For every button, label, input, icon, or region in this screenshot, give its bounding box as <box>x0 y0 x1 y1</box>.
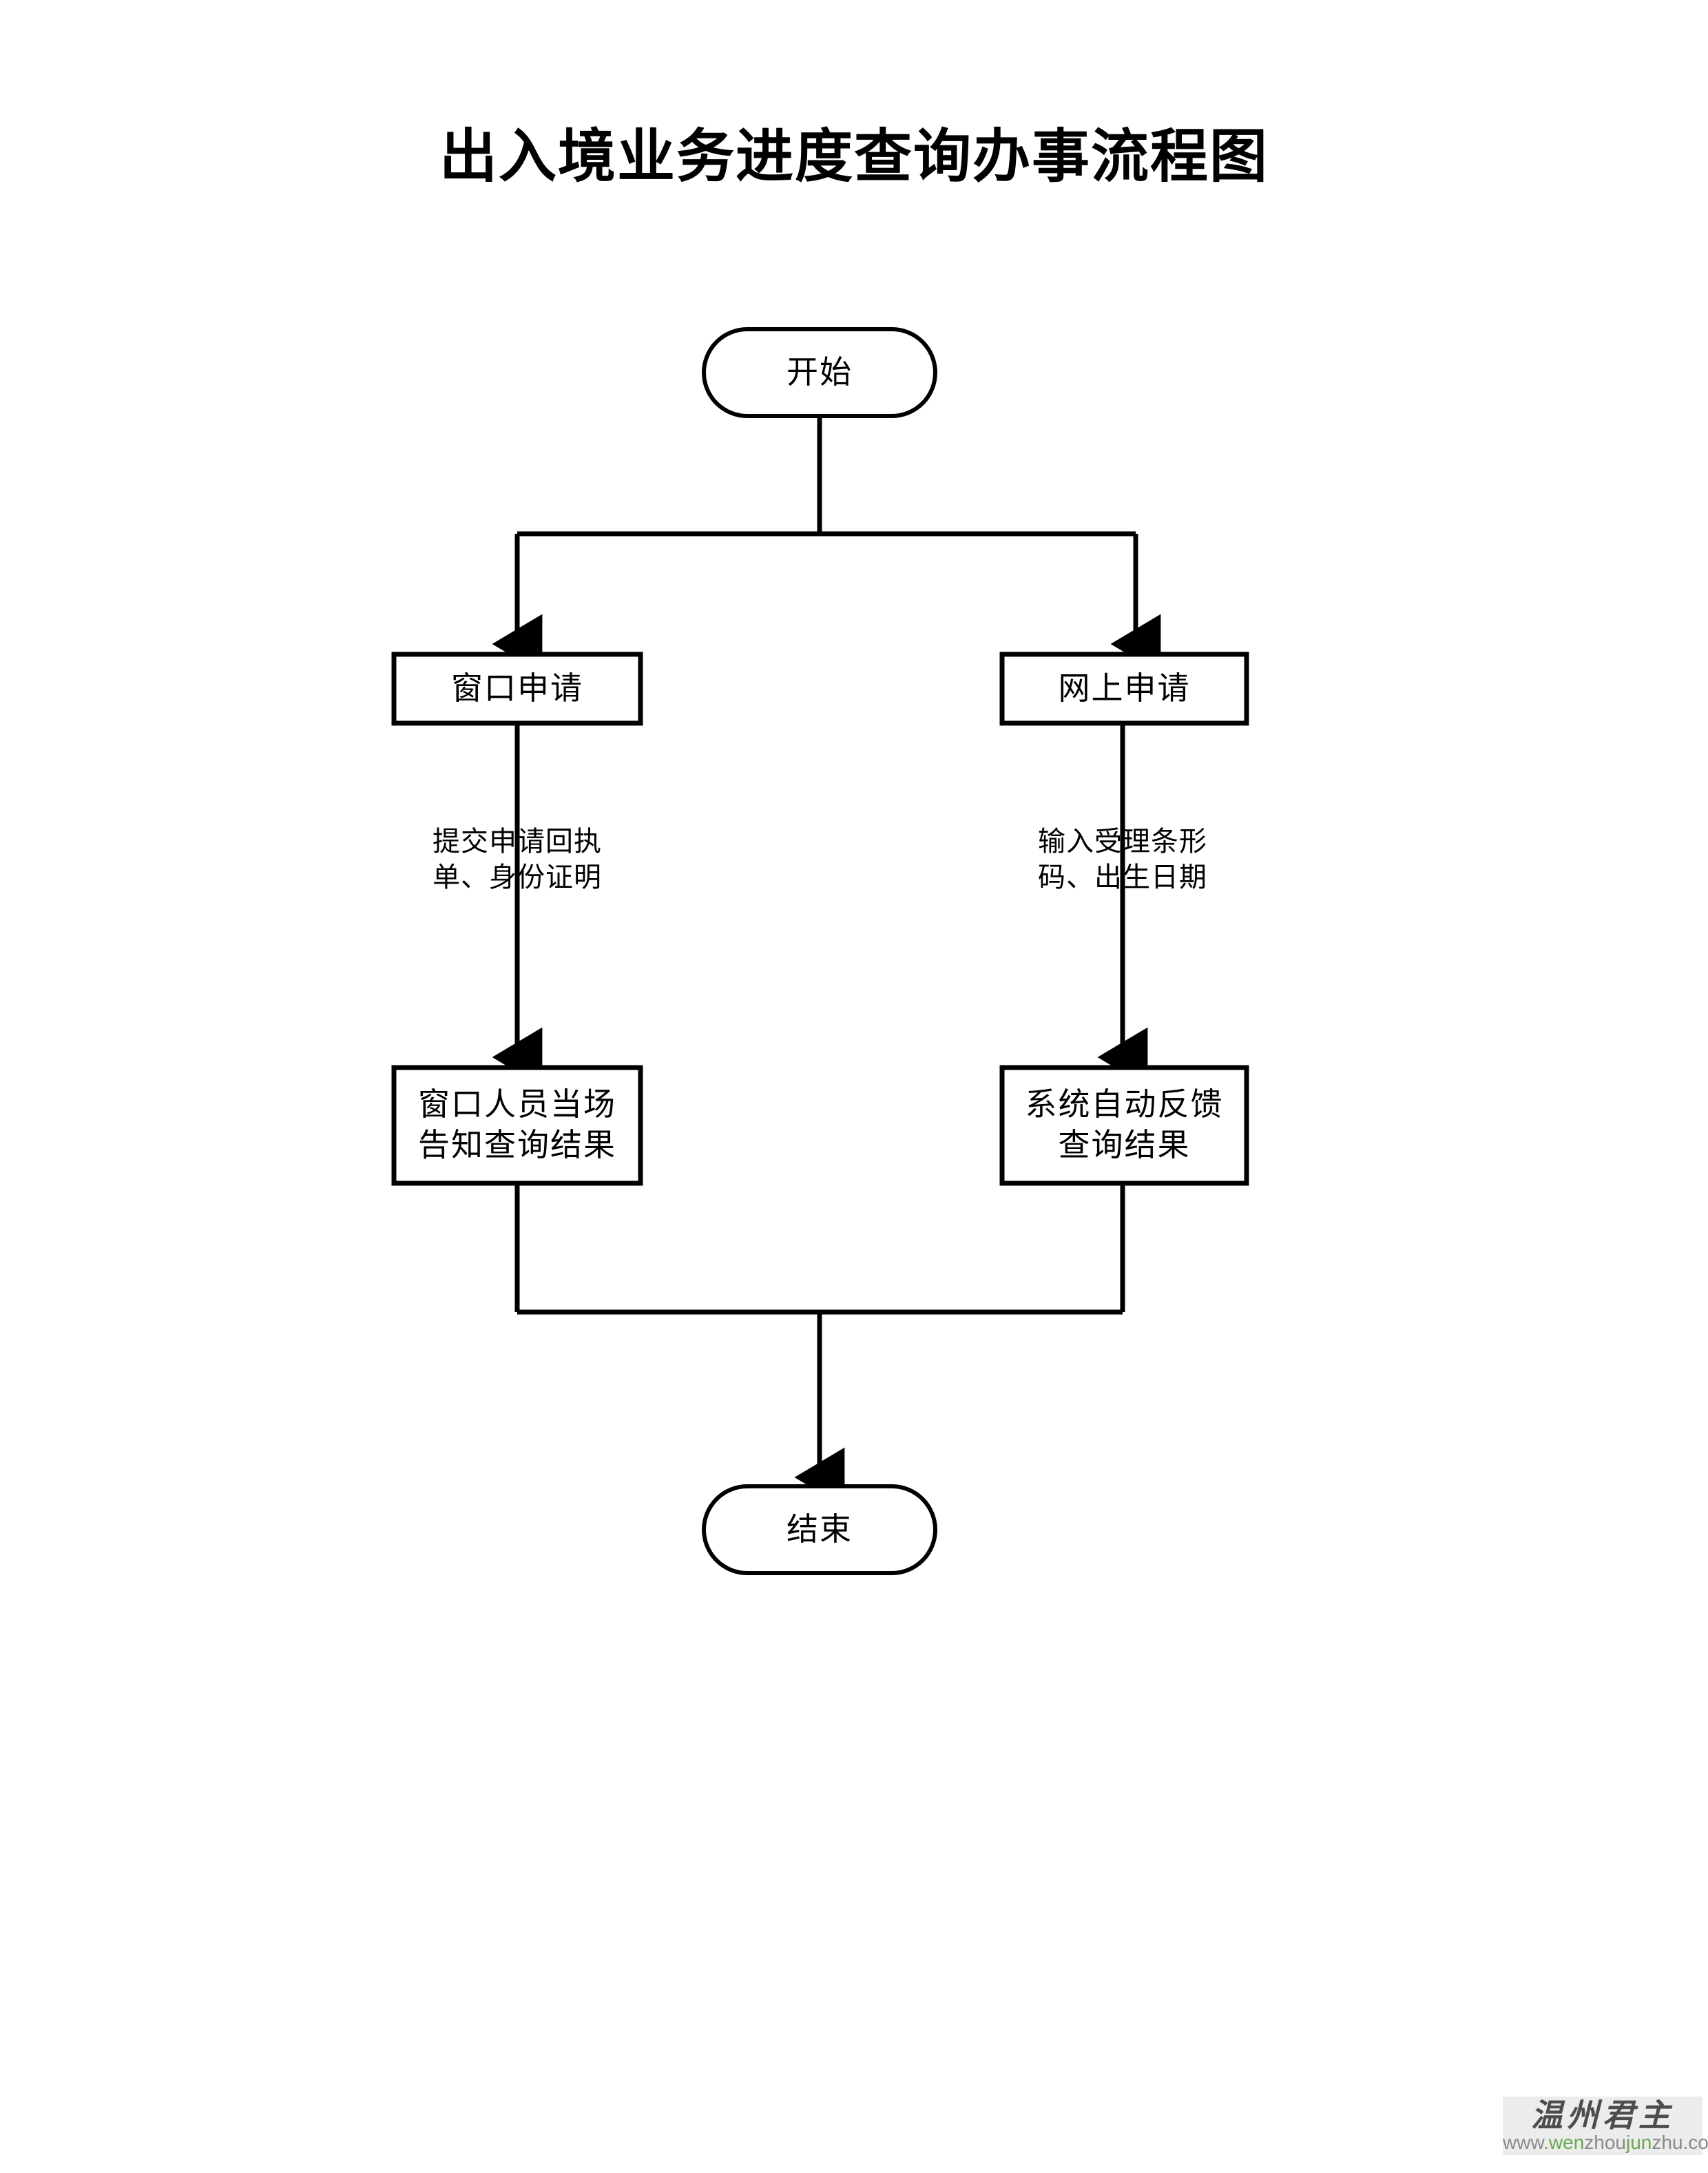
watermark: 温州君主 www.wenzhoujunzhu.com <box>1503 2097 1708 2156</box>
node-window-result-shape <box>391 1065 643 1186</box>
watermark-brand: 温州君主 <box>1531 2098 1674 2133</box>
node-end-shape <box>702 1484 937 1575</box>
node-system-result-shape <box>999 1065 1249 1186</box>
watermark-url-part2: zhou <box>1584 2132 1626 2154</box>
page-title: 出入境业务进度查询办事流程图 <box>439 125 1269 189</box>
node-online-apply-shape <box>999 652 1249 726</box>
edge-start-split <box>517 416 1136 537</box>
node-start-shape <box>702 327 937 418</box>
watermark-url-part3: jun <box>1626 2132 1652 2154</box>
watermark-url: www.wenzhoujunzhu.com <box>1503 2132 1708 2154</box>
watermark-url-part1: wen <box>1548 2132 1585 2154</box>
edge-results-merge <box>514 1183 1125 1315</box>
edge-label-window-apply: 提交申请回执 单、身份证明 <box>393 824 641 895</box>
watermark-url-prefix: www. <box>1503 2132 1549 2154</box>
node-window-apply-shape <box>391 652 643 726</box>
edge-label-online-apply-line-1: 输入受理条形 <box>1038 826 1207 857</box>
edge-label-window-apply-line-2: 单、身份证明 <box>433 862 602 893</box>
watermark-url-part4: zhu.com <box>1652 2132 1708 2154</box>
edge-label-window-apply-line-1: 提交申请回执 <box>433 826 602 857</box>
edge-label-online-apply-line-2: 码、出生日期 <box>1038 862 1207 893</box>
edge-label-online-apply: 输入受理条形 码、出生日期 <box>999 824 1247 895</box>
